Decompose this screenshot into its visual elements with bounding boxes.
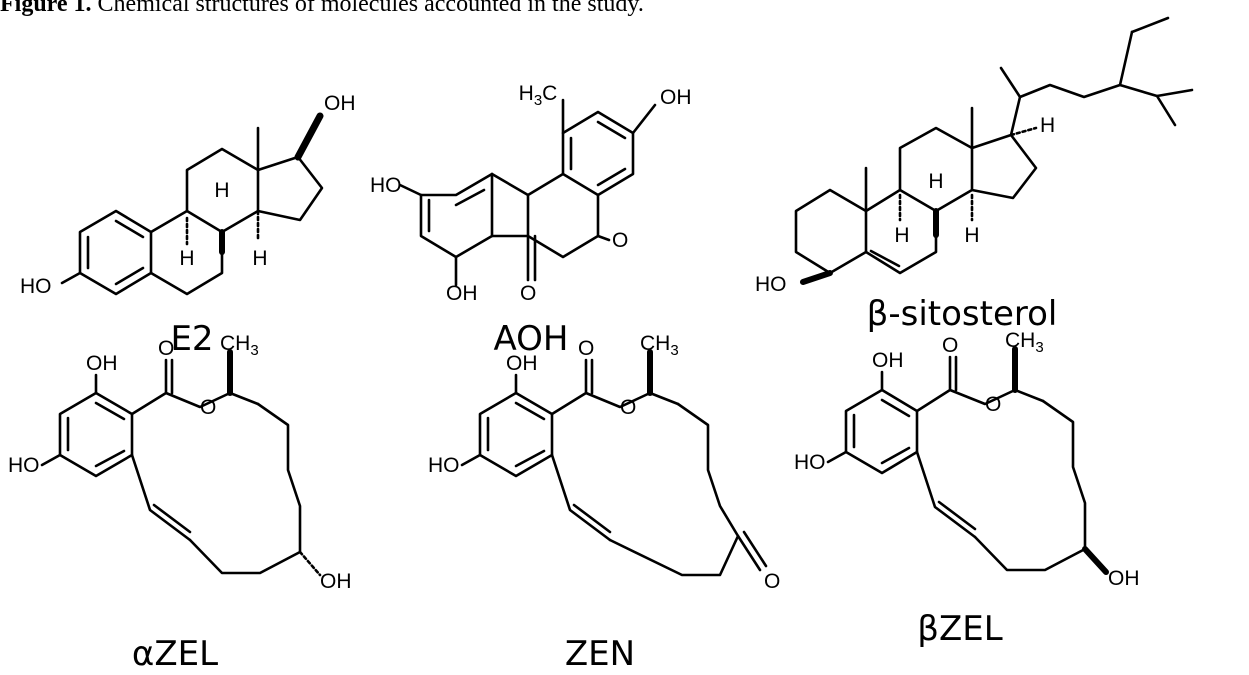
alpha-zel-atom-oh2: OH bbox=[320, 570, 352, 593]
zen-atom-oh: OH bbox=[506, 352, 538, 375]
e2-atom-oh: OH bbox=[324, 92, 356, 115]
zen-atom-ch3: CH3 bbox=[640, 332, 679, 359]
beta-zel-atom-oh: OH bbox=[872, 349, 904, 372]
molecule-name-e2: E2 bbox=[170, 319, 213, 359]
figure-caption: Figure 1. Chemical structures of molecul… bbox=[0, 0, 644, 21]
molecule-name-beta-zel: βZEL bbox=[917, 609, 1002, 649]
alpha-zel-atom-oh: OH bbox=[86, 352, 118, 375]
e2-atom-h2: H bbox=[179, 247, 194, 270]
molecule-beta-sitosterol: H H H H HO β-sitosterol bbox=[755, 16, 1194, 334]
zen-atom-o-carbonyl: O bbox=[578, 337, 594, 360]
aoh-atom-o-carbonyl: O bbox=[520, 282, 536, 305]
aoh-atom-o-ring: O bbox=[612, 229, 628, 252]
e2-atom-h1: H bbox=[214, 179, 229, 202]
sitosterol-atom-ho: HO bbox=[755, 273, 787, 296]
aoh-atom-h3c: H3C bbox=[519, 82, 558, 109]
figure-caption-text: Chemical structures of molecules account… bbox=[91, 0, 644, 17]
sitosterol-atom-h1: H bbox=[1040, 114, 1055, 137]
sitosterol-atom-h3: H bbox=[894, 224, 909, 247]
beta-zel-atom-oh2: OH bbox=[1108, 567, 1140, 590]
aoh-atom-ho: HO bbox=[370, 174, 402, 197]
molecule-beta-zel: OH O CH3 O HO OH βZEL bbox=[794, 329, 1140, 649]
beta-zel-atom-o-carbonyl: O bbox=[942, 334, 958, 357]
beta-zel-atom-o-ring: O bbox=[985, 393, 1001, 416]
alpha-zel-atom-o-ring: O bbox=[200, 396, 216, 419]
molecule-e2: OH HO H H H E2 bbox=[20, 92, 356, 359]
alpha-zel-atom-ho: HO bbox=[8, 454, 40, 477]
molecule-name-aoh: AOH bbox=[494, 319, 569, 359]
zen-atom-o-ring: O bbox=[620, 396, 636, 419]
aoh-atom-oh1: OH bbox=[660, 86, 692, 109]
zen-atom-o-ketone: O bbox=[764, 570, 780, 593]
molecule-name-beta-sitosterol: β-sitosterol bbox=[867, 294, 1058, 334]
sitosterol-atom-h4: H bbox=[964, 224, 979, 247]
e2-atom-h3: H bbox=[252, 247, 267, 270]
sitosterol-atom-h2: H bbox=[928, 170, 943, 193]
beta-zel-atom-ho: HO bbox=[794, 451, 826, 474]
aoh-atom-oh2: OH bbox=[446, 282, 478, 305]
alpha-zel-atom-o-carbonyl: O bbox=[158, 337, 174, 360]
molecule-name-zen: ZEN bbox=[565, 634, 635, 674]
molecule-aoh: H3C OH HO O OH O AOH bbox=[370, 82, 692, 359]
zen-atom-ho: HO bbox=[428, 454, 460, 477]
beta-zel-atom-ch3: CH3 bbox=[1005, 329, 1044, 356]
e2-atom-ho: HO bbox=[20, 275, 52, 298]
figure-label: Figure 1. bbox=[0, 0, 92, 17]
molecule-name-alpha-zel: αZEL bbox=[132, 634, 218, 674]
molecule-alpha-zel: OH O CH3 O HO OH αZEL bbox=[8, 332, 352, 674]
alpha-zel-atom-ch3: CH3 bbox=[220, 332, 259, 359]
molecule-zen: OH O CH3 O HO O ZEN bbox=[428, 332, 780, 674]
